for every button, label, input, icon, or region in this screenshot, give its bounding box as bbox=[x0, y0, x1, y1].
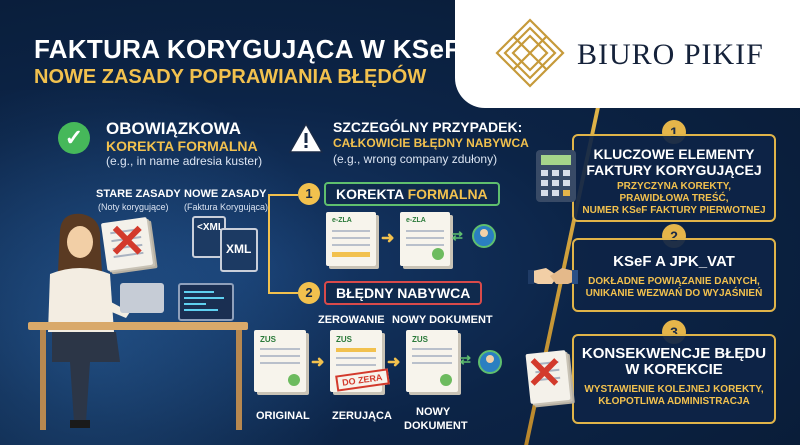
logo-text: BIURO PIKIF bbox=[577, 38, 764, 71]
desk bbox=[28, 322, 248, 330]
panel-2-title: KSeF A JPK_VAT bbox=[613, 253, 735, 270]
branch-2-number: 2 bbox=[298, 282, 320, 304]
doc-header: e-ZLA bbox=[406, 217, 426, 224]
branch-connector bbox=[268, 194, 270, 292]
xml-large-label: XML bbox=[226, 242, 252, 256]
desk-leg bbox=[40, 330, 46, 430]
panel-2-desc-2: UNIKANIE WEZWAŃ DO WYJAŚNIEŃ bbox=[585, 288, 763, 299]
branch-connector-bottom bbox=[268, 292, 298, 294]
new-rules-sub: (Faktura Korygująca) bbox=[184, 202, 269, 212]
new-caption-1: NOWY bbox=[416, 406, 451, 418]
panel-1-desc-1: PRZYCZYNA KOREKTY, bbox=[616, 181, 732, 192]
exchange-arrows-icon: ⇄ bbox=[460, 352, 471, 367]
zeroing-caption: ZERUJĄCA bbox=[332, 410, 392, 422]
obligatory-subtitle: KOREKTA FORMALNA bbox=[106, 138, 258, 154]
obligatory-title: OBOWIĄZKOWA bbox=[106, 119, 242, 138]
panel-3-title-2: W KOREKCIE bbox=[625, 361, 723, 378]
branch-connector-top bbox=[268, 194, 298, 196]
original-caption: ORIGINAL bbox=[256, 410, 310, 422]
original-zus-doc: ZUS bbox=[254, 330, 306, 392]
new-zus-doc: ZUS bbox=[406, 330, 458, 392]
user-avatar-icon bbox=[478, 350, 502, 374]
approval-seal-icon bbox=[432, 248, 444, 260]
arrow-icon: ➜ bbox=[311, 354, 325, 371]
new-caption-2: DOKUMENT bbox=[404, 420, 468, 432]
desk-leg bbox=[236, 330, 242, 430]
old-rules-label: STARE ZASADY bbox=[96, 188, 181, 200]
page-title: FAKTURA KORYGUJĄCA W KSeF: bbox=[34, 34, 470, 64]
branch-1-label-b: FORMALNA bbox=[407, 186, 488, 202]
panel-consequences: KONSEKWENCJE BŁĘDU W KOREKCIE WYSTAWIENI… bbox=[572, 334, 776, 424]
arrow-icon: ➜ bbox=[381, 230, 395, 247]
cross-icon: ✕ bbox=[108, 215, 147, 267]
panel-3-title-1: KONSEKWENCJE BŁĘDU bbox=[581, 345, 767, 362]
woman-illustration-icon bbox=[48, 213, 130, 428]
branch-1-original-doc: e-ZLA bbox=[326, 212, 376, 266]
approval-seal-icon bbox=[288, 374, 300, 386]
obligatory-note: (e.g., in name adresia kuster) bbox=[106, 154, 263, 168]
page-subtitle: NOWE ZASADY POPRAWIANIA BŁĘDÓW bbox=[34, 66, 427, 88]
panel-3-desc-2: KŁOPOTLIWA ADMINISTRACJA bbox=[598, 396, 750, 407]
panel-1-desc-3: NUMER KSeF FAKTURY PIERWOTNEJ bbox=[582, 205, 766, 216]
branch-1-number: 1 bbox=[298, 183, 320, 205]
exchange-arrows-icon: ⇄ bbox=[452, 228, 463, 243]
branch-2-pill: BŁĘDNY NABYWCA bbox=[324, 281, 483, 305]
panel-1-title-2: FAKTURY KORYGUJĄCEJ bbox=[586, 162, 762, 178]
special-case-note: (e.g., wrong company zdułony) bbox=[333, 152, 498, 166]
handshake-icon bbox=[528, 268, 578, 284]
branch-1-label-a: KOREKTA bbox=[336, 186, 408, 202]
old-rules-sub: (Noty korygujące) bbox=[98, 202, 169, 212]
new-document-label: NOWY DOKUMENT bbox=[392, 314, 493, 326]
zus-label: ZUS bbox=[336, 335, 352, 344]
panel-3-desc-1: WYSTAWIENIE KOLEJNEJ KOREKTY, bbox=[584, 384, 764, 395]
special-case-title: SZCZEGÓLNY PRZYPADEK: bbox=[333, 119, 523, 135]
warning-icon bbox=[289, 122, 323, 153]
special-case-subtitle: CAŁKOWICIE BŁĘDNY NABYWCA bbox=[333, 136, 529, 150]
branch-1-corrected-doc: e-ZLA bbox=[400, 212, 450, 266]
branch-1-pill: KOREKTA FORMALNA bbox=[324, 182, 500, 206]
panel-1-title-1: KLUCZOWE ELEMENTY bbox=[593, 146, 755, 162]
logo-diamond-icon bbox=[495, 18, 565, 88]
branch-2-label: BŁĘDNY NABYWCA bbox=[336, 285, 471, 301]
new-rules-label: NOWE ZASADY bbox=[184, 188, 267, 200]
panel-key-elements: KLUCZOWE ELEMENTY FAKTURY KORYGUJĄCEJ PR… bbox=[572, 134, 776, 222]
zus-label: ZUS bbox=[260, 335, 276, 344]
zeroing-label: ZEROWANIE bbox=[318, 314, 385, 326]
zus-label: ZUS bbox=[412, 335, 428, 344]
panel-2-desc-1: DOKŁADNE POWIĄZANIE DANYCH, bbox=[588, 276, 760, 287]
panel-ksef-jpk: KSeF A JPK_VAT DOKŁADNE POWIĄZANIE DANYC… bbox=[572, 238, 776, 312]
user-avatar-icon bbox=[472, 224, 496, 248]
doc-header: e-ZLA bbox=[332, 217, 352, 224]
check-icon: ✓ bbox=[58, 122, 90, 154]
arrow-icon: ➜ bbox=[387, 354, 401, 371]
approval-seal-icon bbox=[440, 374, 452, 386]
calculator-icon bbox=[536, 150, 576, 202]
monitor-icon bbox=[178, 283, 234, 321]
cross-icon: ✕ bbox=[526, 349, 563, 398]
panel-1-desc-2: PRAWIDŁOWA TREŚĆ, bbox=[619, 193, 729, 204]
xml-document-large: XML bbox=[220, 228, 258, 272]
xml-small-label: <XML bbox=[197, 222, 224, 233]
laptop-icon bbox=[120, 283, 164, 313]
